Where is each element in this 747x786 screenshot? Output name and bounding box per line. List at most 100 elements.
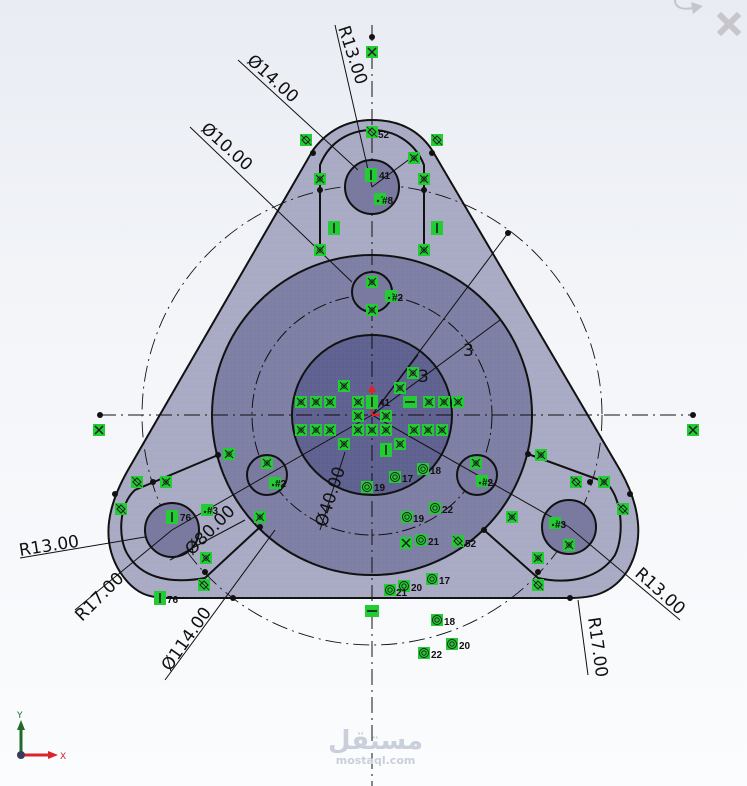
coincident-relation-icon [130, 475, 144, 489]
coincident-relation-icon [616, 502, 630, 516]
vertical-relation-icon [365, 394, 379, 410]
angle-label-1[interactable]: 3 [463, 341, 474, 361]
right-slot-arc[interactable] [483, 453, 622, 582]
tangent-relation-icon [351, 395, 365, 409]
relation-label: 17 [402, 474, 414, 485]
relation-label: 19 [413, 514, 425, 525]
coincident-relation-icon [365, 125, 379, 139]
relation-label: 52 [378, 130, 390, 141]
relation-label: 18 [430, 466, 442, 477]
relation-label: #3 [555, 520, 567, 531]
tangent-relation-icon [309, 395, 323, 409]
concentric-relation-icon [445, 637, 459, 651]
fix-relation-icon [399, 536, 413, 550]
tangent-relation-icon [365, 303, 379, 317]
vertical-relation-icon [364, 167, 378, 183]
relation-label: #2 [392, 293, 404, 304]
concentric-relation-icon [417, 646, 431, 660]
concentric-relation-icon [388, 470, 402, 484]
tangent-relation-icon [469, 456, 483, 470]
close-icon [716, 11, 742, 37]
triad-x-label: X [60, 752, 66, 762]
horizontal-relation-icon [402, 395, 418, 409]
tangent-relation-icon [222, 447, 236, 461]
tangent-relation-icon [351, 423, 365, 437]
axis-triad: Y X [16, 711, 66, 762]
tangent-relation-icon [323, 423, 337, 437]
relation-label: 41 [379, 398, 391, 409]
concentric-relation-icon [430, 613, 444, 627]
tangent-relation-icon [417, 243, 431, 257]
rebuild-button[interactable] [671, 0, 711, 16]
tangent-relation-icon [379, 423, 393, 437]
relation-label: 20 [411, 583, 423, 594]
dimension-leaders [19, 24, 681, 681]
concentric-relation-icon [383, 583, 397, 597]
tangent-relation-icon [393, 437, 407, 451]
angle-label-2[interactable]: 3 [418, 367, 429, 387]
fix-relation-icon [686, 423, 700, 437]
dim-left-r17[interactable]: R17.00 [71, 569, 128, 626]
relation-labels: 52 41 #8 #2 41 #2 #2 #3 #3 76 76 52 19 1… [167, 130, 567, 661]
dim-left-r13[interactable]: R13.00 [18, 532, 81, 561]
tangent-relation-icon [393, 381, 407, 395]
dim-top-r13[interactable]: R13.00 [333, 23, 371, 87]
concentric-relation-icon [414, 533, 428, 547]
relation-label: 76 [167, 595, 179, 606]
tangent-relation-icon [313, 243, 327, 257]
concentric-relation-icon [425, 572, 439, 586]
tangent-relation-icon [379, 409, 393, 423]
relation-label: 52 [465, 539, 477, 550]
relation-label: 19 [374, 483, 386, 494]
relation-label: 41 [379, 171, 391, 182]
watermark-latin: mostaql.com [335, 754, 416, 767]
concentric-relation-icon [360, 480, 374, 494]
coincident-relation-icon [569, 475, 583, 489]
fix-relation-icon [92, 423, 106, 437]
relation-label: #3 [207, 506, 219, 517]
tangent-relation-icon [260, 456, 274, 470]
relation-label: 22 [431, 650, 443, 661]
tangent-relation-icon [407, 423, 421, 437]
tangent-relation-icon [422, 395, 436, 409]
tangent-relation-icon [253, 510, 267, 524]
tangent-relation-icon [294, 423, 308, 437]
tangent-relation-icon [323, 395, 337, 409]
tangent-relation-icon [199, 551, 213, 565]
tangent-relation-icon [309, 423, 323, 437]
dim-right-r13[interactable]: R13.00 [631, 564, 689, 619]
vertical-relation-icon [153, 590, 167, 606]
tangent-relation-icon [365, 275, 379, 289]
concentric-relation-icon [428, 501, 442, 515]
coincident-relation-icon [114, 502, 128, 516]
coincident-relation-icon [531, 578, 545, 592]
tangent-relation-icon [365, 423, 379, 437]
dim-top-d14[interactable]: Ø14.00 [243, 51, 303, 107]
relation-label: 76 [180, 513, 192, 524]
relation-label: 21 [396, 588, 408, 599]
tangent-relation-icon [437, 395, 451, 409]
tangent-relation-icon [531, 551, 545, 565]
relation-label: #2 [275, 479, 287, 490]
close-sketch-button[interactable] [716, 11, 742, 37]
tangent-relation-icon [421, 423, 435, 437]
coincident-relation-icon [430, 133, 444, 147]
relation-label: 18 [444, 617, 456, 628]
tangent-relation-icon [534, 448, 548, 462]
dim-d114[interactable]: Ø114.00 [158, 604, 216, 675]
coincident-relation-icon [451, 534, 465, 548]
vertical-relation-icon [327, 220, 341, 236]
tangent-relation-icon [337, 379, 351, 393]
triad-y-label: Y [16, 711, 23, 721]
tangent-relation-icon [597, 475, 611, 489]
watermark: مستقل mostaql.com [328, 728, 423, 767]
relation-label: #8 [382, 196, 394, 207]
dim-top-d10[interactable]: Ø10.00 [197, 119, 257, 175]
rebuild-icon [674, 0, 703, 14]
coincident-relation-icon [299, 133, 313, 147]
tangent-relation-icon [562, 538, 576, 552]
tangent-relation-icon [417, 172, 431, 186]
vertical-relation-icon [379, 442, 393, 458]
tangent-relation-icon [406, 366, 420, 380]
